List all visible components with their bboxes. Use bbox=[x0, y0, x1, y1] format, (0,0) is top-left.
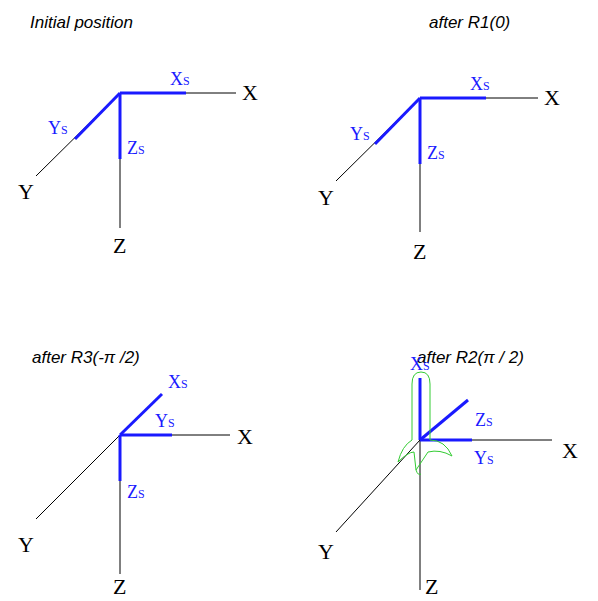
body-axis-label: XS bbox=[410, 355, 430, 373]
body-axis-label: YS bbox=[48, 119, 68, 137]
body-axis-label: YS bbox=[474, 449, 494, 467]
body-axis-label: XS bbox=[168, 373, 188, 391]
body-axis-label: XS bbox=[470, 75, 490, 93]
axis-label: Y bbox=[18, 181, 34, 203]
body-axis-label: YS bbox=[350, 125, 370, 143]
axis-label: Y bbox=[318, 187, 334, 209]
body-axis-label: XS bbox=[170, 70, 190, 88]
axis-label: Z bbox=[113, 235, 126, 257]
body-axis-label: YS bbox=[155, 412, 175, 430]
axis-label: Y bbox=[318, 541, 334, 563]
body-axis-label: ZS bbox=[127, 483, 145, 501]
axis-label: X bbox=[237, 426, 253, 448]
axis-label: Z bbox=[413, 241, 426, 263]
axis-label: X bbox=[242, 82, 258, 104]
axis-label: Z bbox=[425, 576, 438, 598]
body-axis-label: ZS bbox=[127, 139, 145, 157]
rocket-outline bbox=[398, 372, 452, 475]
panel-title: Initial position bbox=[30, 14, 133, 31]
axis-label: X bbox=[562, 440, 578, 462]
panel-title: after R2(π / 2) bbox=[417, 349, 524, 366]
axis-label: X bbox=[544, 87, 560, 109]
axis-label: Y bbox=[18, 534, 34, 556]
body-axis-label: ZS bbox=[427, 144, 445, 162]
panel-title: after R1(0) bbox=[429, 14, 510, 31]
panel-title: after R3(-π /2) bbox=[32, 349, 140, 366]
axis-label: Z bbox=[113, 576, 126, 598]
body-axis-label: ZS bbox=[475, 411, 493, 429]
